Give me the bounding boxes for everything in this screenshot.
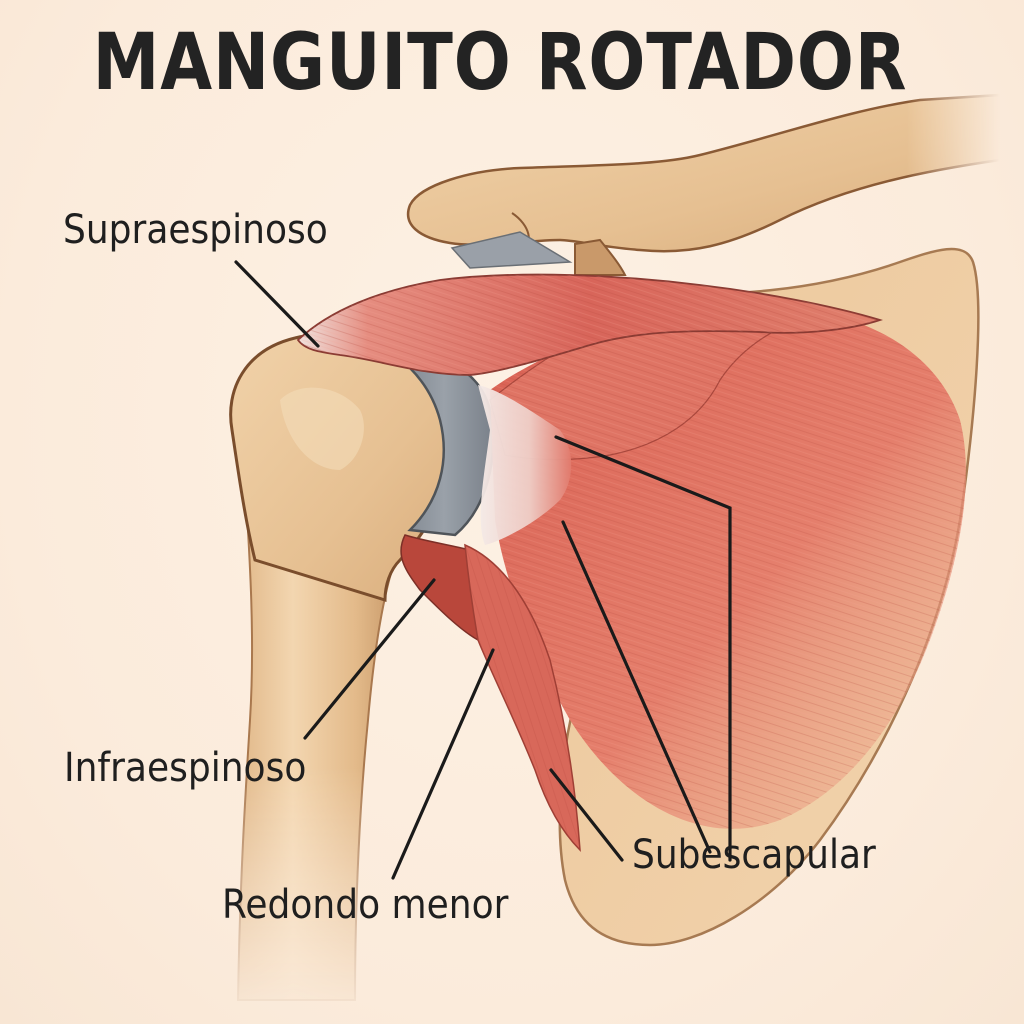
coracoacromial-ligament bbox=[450, 231, 573, 269]
rotator-cuff-tendon bbox=[478, 385, 572, 545]
leader-lines bbox=[234, 260, 732, 880]
diagram-title: MANGUITO ROTADOR bbox=[92, 18, 908, 108]
glenoid-cartilage bbox=[391, 353, 495, 537]
label-infraespinoso: Infraespinoso bbox=[64, 745, 307, 791]
leader-redondo-menor bbox=[391, 648, 495, 880]
supraspinatus-fibers bbox=[298, 274, 880, 375]
label-supraespinoso: Supraespinoso bbox=[63, 207, 328, 253]
bone-highlight bbox=[280, 387, 364, 470]
label-subescapular: Subescapular bbox=[632, 832, 876, 878]
leader-subescapular-2 bbox=[561, 520, 712, 854]
leader-subescapular-1 bbox=[554, 435, 732, 862]
leader-subescapular-3 bbox=[549, 768, 624, 862]
clavicle-bone bbox=[407, 93, 1002, 253]
muscle-belly-fibers bbox=[490, 296, 800, 460]
leader-supraespinoso bbox=[234, 260, 320, 348]
teres-minor-fibers bbox=[465, 545, 580, 850]
coracoid-process bbox=[574, 238, 627, 276]
leader-infraespinoso bbox=[303, 578, 436, 740]
label-redondo-menor: Redondo menor bbox=[222, 882, 509, 928]
humerus-shaft bbox=[236, 478, 397, 1001]
